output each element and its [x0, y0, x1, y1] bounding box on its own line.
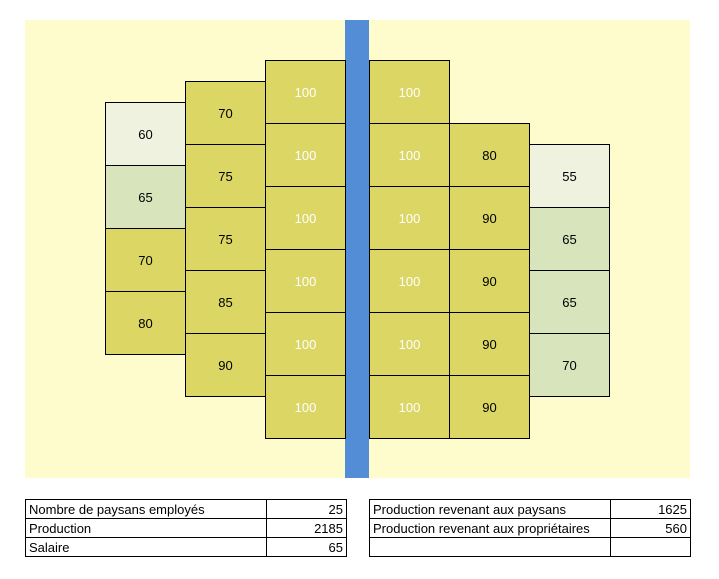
plot-cell: 100	[369, 60, 450, 124]
plot-cell: 80	[105, 291, 186, 355]
plot-cell: 100	[265, 312, 346, 376]
row-label	[369, 537, 611, 557]
plot-cell: 100	[369, 375, 450, 439]
row-label: Production	[25, 518, 267, 538]
plot-cell: 75	[185, 144, 266, 208]
plot-cell: 85	[185, 270, 266, 334]
plot-cell: 70	[529, 333, 610, 397]
plot-cell: 100	[369, 186, 450, 250]
river-divider	[345, 20, 369, 478]
summary-table-right: Production revenant aux paysans 1625 Pro…	[369, 499, 691, 557]
table-row: Nombre de paysans employés 25	[25, 499, 347, 519]
plot-cell: 90	[449, 375, 530, 439]
plot-cell: 90	[185, 333, 266, 397]
table-row: Production 2185	[25, 518, 347, 538]
table-row: Production revenant aux propriétaires 56…	[369, 518, 691, 538]
plot-cell: 100	[369, 123, 450, 187]
table-row: Salaire 65	[25, 537, 347, 557]
summary-table-left: Nombre de paysans employés 25 Production…	[25, 499, 347, 557]
row-value: 25	[266, 499, 347, 519]
plot-cell: 100	[265, 123, 346, 187]
plot-cell: 65	[529, 270, 610, 334]
plot-cell: 90	[449, 186, 530, 250]
plot-cell: 100	[265, 375, 346, 439]
row-value	[610, 537, 691, 557]
plot-cell: 80	[449, 123, 530, 187]
plot-cell: 90	[449, 249, 530, 313]
plot-cell: 100	[369, 312, 450, 376]
row-label: Nombre de paysans employés	[25, 499, 267, 519]
plot-cell: 70	[185, 81, 266, 145]
plot-cell: 65	[105, 165, 186, 229]
plot-cell: 100	[265, 186, 346, 250]
row-label: Production revenant aux propriétaires	[369, 518, 611, 538]
plot-cell: 75	[185, 207, 266, 271]
row-value: 65	[266, 537, 347, 557]
row-label: Salaire	[25, 537, 267, 557]
table-row: Production revenant aux paysans 1625	[369, 499, 691, 519]
plot-cell: 60	[105, 102, 186, 166]
plot-cell: 65	[529, 207, 610, 271]
plot-cell: 70	[105, 228, 186, 292]
plot-cell: 90	[449, 312, 530, 376]
plot-cell: 100	[369, 249, 450, 313]
row-label: Production revenant aux paysans	[369, 499, 611, 519]
plot-cell: 55	[529, 144, 610, 208]
row-value: 1625	[610, 499, 691, 519]
plot-cell: 100	[265, 249, 346, 313]
plot-cell: 100	[265, 60, 346, 124]
table-row	[369, 537, 691, 557]
row-value: 2185	[266, 518, 347, 538]
row-value: 560	[610, 518, 691, 538]
